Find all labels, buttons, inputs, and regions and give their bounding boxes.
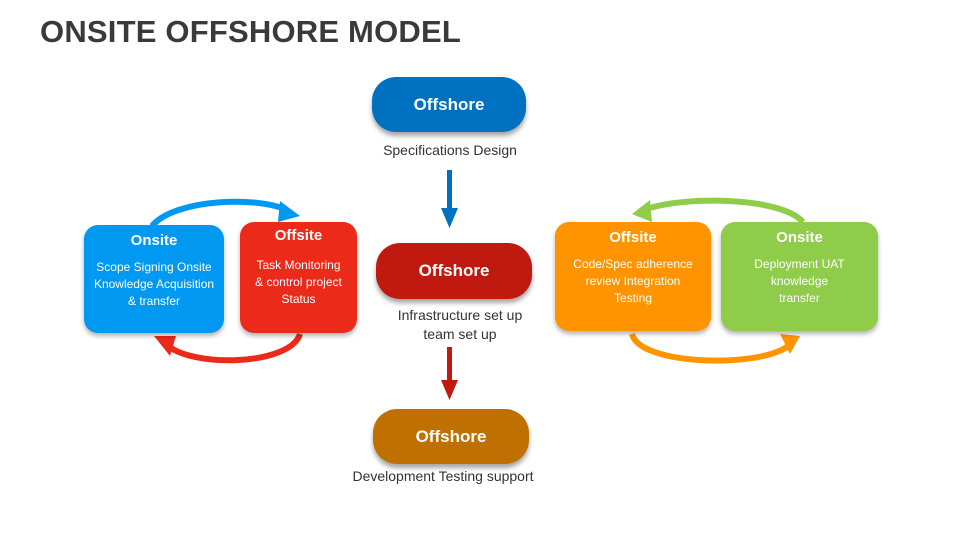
left-onsite-line2: Knowledge Acquisition [93, 277, 215, 291]
offshore-middle-label: Offshore [418, 261, 490, 280]
right-cycle-bottom-arrow [629, 332, 800, 364]
down-arrow-red [441, 347, 458, 400]
offshore-top-caption: Specifications Design [383, 142, 517, 158]
offshore-middle-caption-line1: Infrastructure set up [397, 307, 523, 323]
left-offsite-line1: Task Monitoring [256, 258, 341, 272]
offshore-top-pill: Offshore [372, 77, 526, 132]
right-onsite-line1: Deployment UAT [754, 257, 845, 271]
left-offsite-line3: Status [281, 292, 316, 306]
right-offsite-box: Offsite Code/Spec adherence review Integ… [555, 222, 711, 331]
offshore-bottom-label: Offshore [415, 426, 487, 446]
left-onsite-box: Onsite Scope Signing Onsite Knowledge Ac… [84, 225, 224, 333]
offshore-bottom-caption: Development Testing support [352, 468, 534, 484]
slide-title: ONSITE OFFSHORE MODEL [40, 14, 461, 49]
offshore-middle-caption: Infrastructure set up team set up [350, 306, 570, 344]
right-onsite-title: Onsite [776, 229, 823, 246]
right-onsite-line3: transfer [779, 291, 820, 305]
left-cycle-bottom-arrow [154, 332, 303, 364]
offshore-bottom-pill: Offshore [373, 409, 529, 464]
right-offsite-text: Code/Spec adherence review Integration T… [555, 256, 711, 307]
left-offsite-title: Offsite [274, 227, 323, 244]
left-onsite-line1: Scope Signing Onsite [96, 260, 212, 274]
right-onsite-line2: knowledge [770, 274, 829, 288]
right-offsite-title: Offsite [609, 229, 657, 246]
offshore-middle-pill: Offshore [376, 243, 532, 299]
left-offsite-text: Task Monitoring & control project Status [240, 257, 357, 308]
left-cycle-top-arrow [149, 198, 300, 229]
left-offsite-box: Offsite Task Monitoring & control projec… [240, 222, 357, 333]
left-onsite-text: Scope Signing Onsite Knowledge Acquisiti… [84, 259, 224, 310]
right-offsite-line1: Code/Spec adherence [573, 257, 693, 271]
left-offsite-line2: & control project [255, 275, 342, 289]
offshore-top-label: Offshore [413, 94, 485, 114]
right-cycle-top-arrow [632, 197, 806, 225]
offshore-middle-caption-line2: team set up [423, 326, 497, 342]
right-offsite-line3: Testing [613, 291, 653, 305]
right-onsite-text: Deployment UAT knowledge transfer [721, 256, 878, 307]
down-arrow-blue [441, 170, 458, 228]
left-onsite-line3: & transfer [127, 294, 181, 308]
right-offsite-line2: review Integration [585, 274, 681, 288]
left-onsite-title: Onsite [130, 232, 178, 249]
right-onsite-box: Onsite Deployment UAT knowledge transfer [721, 222, 878, 331]
